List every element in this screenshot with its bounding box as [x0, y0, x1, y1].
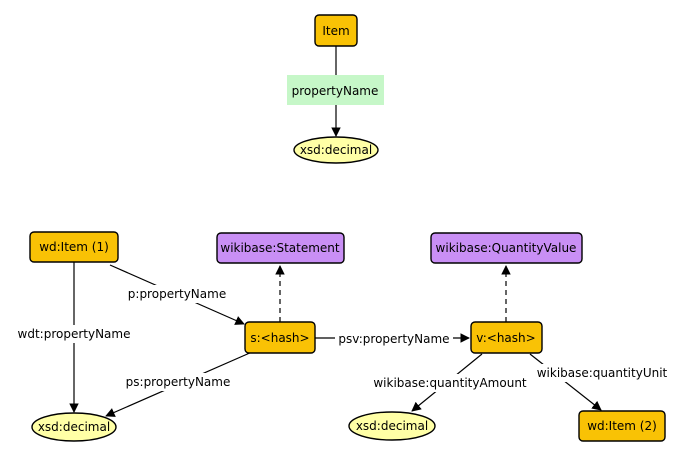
top-item-label: Item: [322, 24, 349, 38]
direct-value-node[interactable]: xsd:decimal: [31, 412, 117, 442]
edge-label-wdt: wdt:propertyName: [14, 325, 134, 343]
edge-label-ps: ps:propertyName: [123, 373, 233, 391]
item-1-label: wd:Item (1): [39, 240, 109, 254]
top-value-node[interactable]: xsd:decimal: [293, 136, 379, 164]
edge-label-amount: wikibase:quantityAmount: [370, 374, 530, 392]
statement-node[interactable]: s:<hash>: [244, 321, 316, 354]
statement-class-node[interactable]: wikibase:Statement: [216, 232, 345, 264]
statement-node-label: s:<hash>: [250, 331, 309, 345]
top-property-label: propertyName: [287, 75, 384, 105]
edge-label-unit: wikibase:quantityUnit: [533, 364, 672, 382]
edge-label-psv: psv:propertyName: [335, 330, 453, 348]
quantity-value-class-label: wikibase:QuantityValue: [436, 241, 577, 255]
top-value-label: xsd:decimal: [300, 143, 372, 157]
svg-text:wikibase:quantityUnit: wikibase:quantityUnit: [537, 366, 668, 380]
svg-text:psv:propertyName: psv:propertyName: [338, 332, 449, 346]
statement-class-label: wikibase:Statement: [220, 241, 340, 255]
item-1-node[interactable]: wd:Item (1): [29, 231, 119, 263]
amount-value-label: xsd:decimal: [356, 419, 428, 433]
value-node-label: v:<hash>: [476, 331, 535, 345]
top-item-node[interactable]: Item: [314, 14, 358, 47]
svg-text:wdt:propertyName: wdt:propertyName: [18, 327, 131, 341]
svg-text:ps:propertyName: ps:propertyName: [126, 375, 231, 389]
amount-value-node[interactable]: xsd:decimal: [348, 411, 436, 441]
top-property-text: propertyName: [292, 84, 379, 98]
direct-value-label: xsd:decimal: [38, 420, 110, 434]
item-2-node[interactable]: wd:Item (2): [578, 410, 666, 442]
svg-text:p:propertyName: p:propertyName: [128, 287, 226, 301]
value-node[interactable]: v:<hash>: [470, 321, 543, 354]
svg-text:wikibase:quantityAmount: wikibase:quantityAmount: [373, 376, 527, 390]
quantity-value-class-node[interactable]: wikibase:QuantityValue: [430, 232, 583, 264]
edge-label-p: p:propertyName: [125, 285, 229, 303]
item-2-label: wd:Item (2): [587, 419, 657, 433]
